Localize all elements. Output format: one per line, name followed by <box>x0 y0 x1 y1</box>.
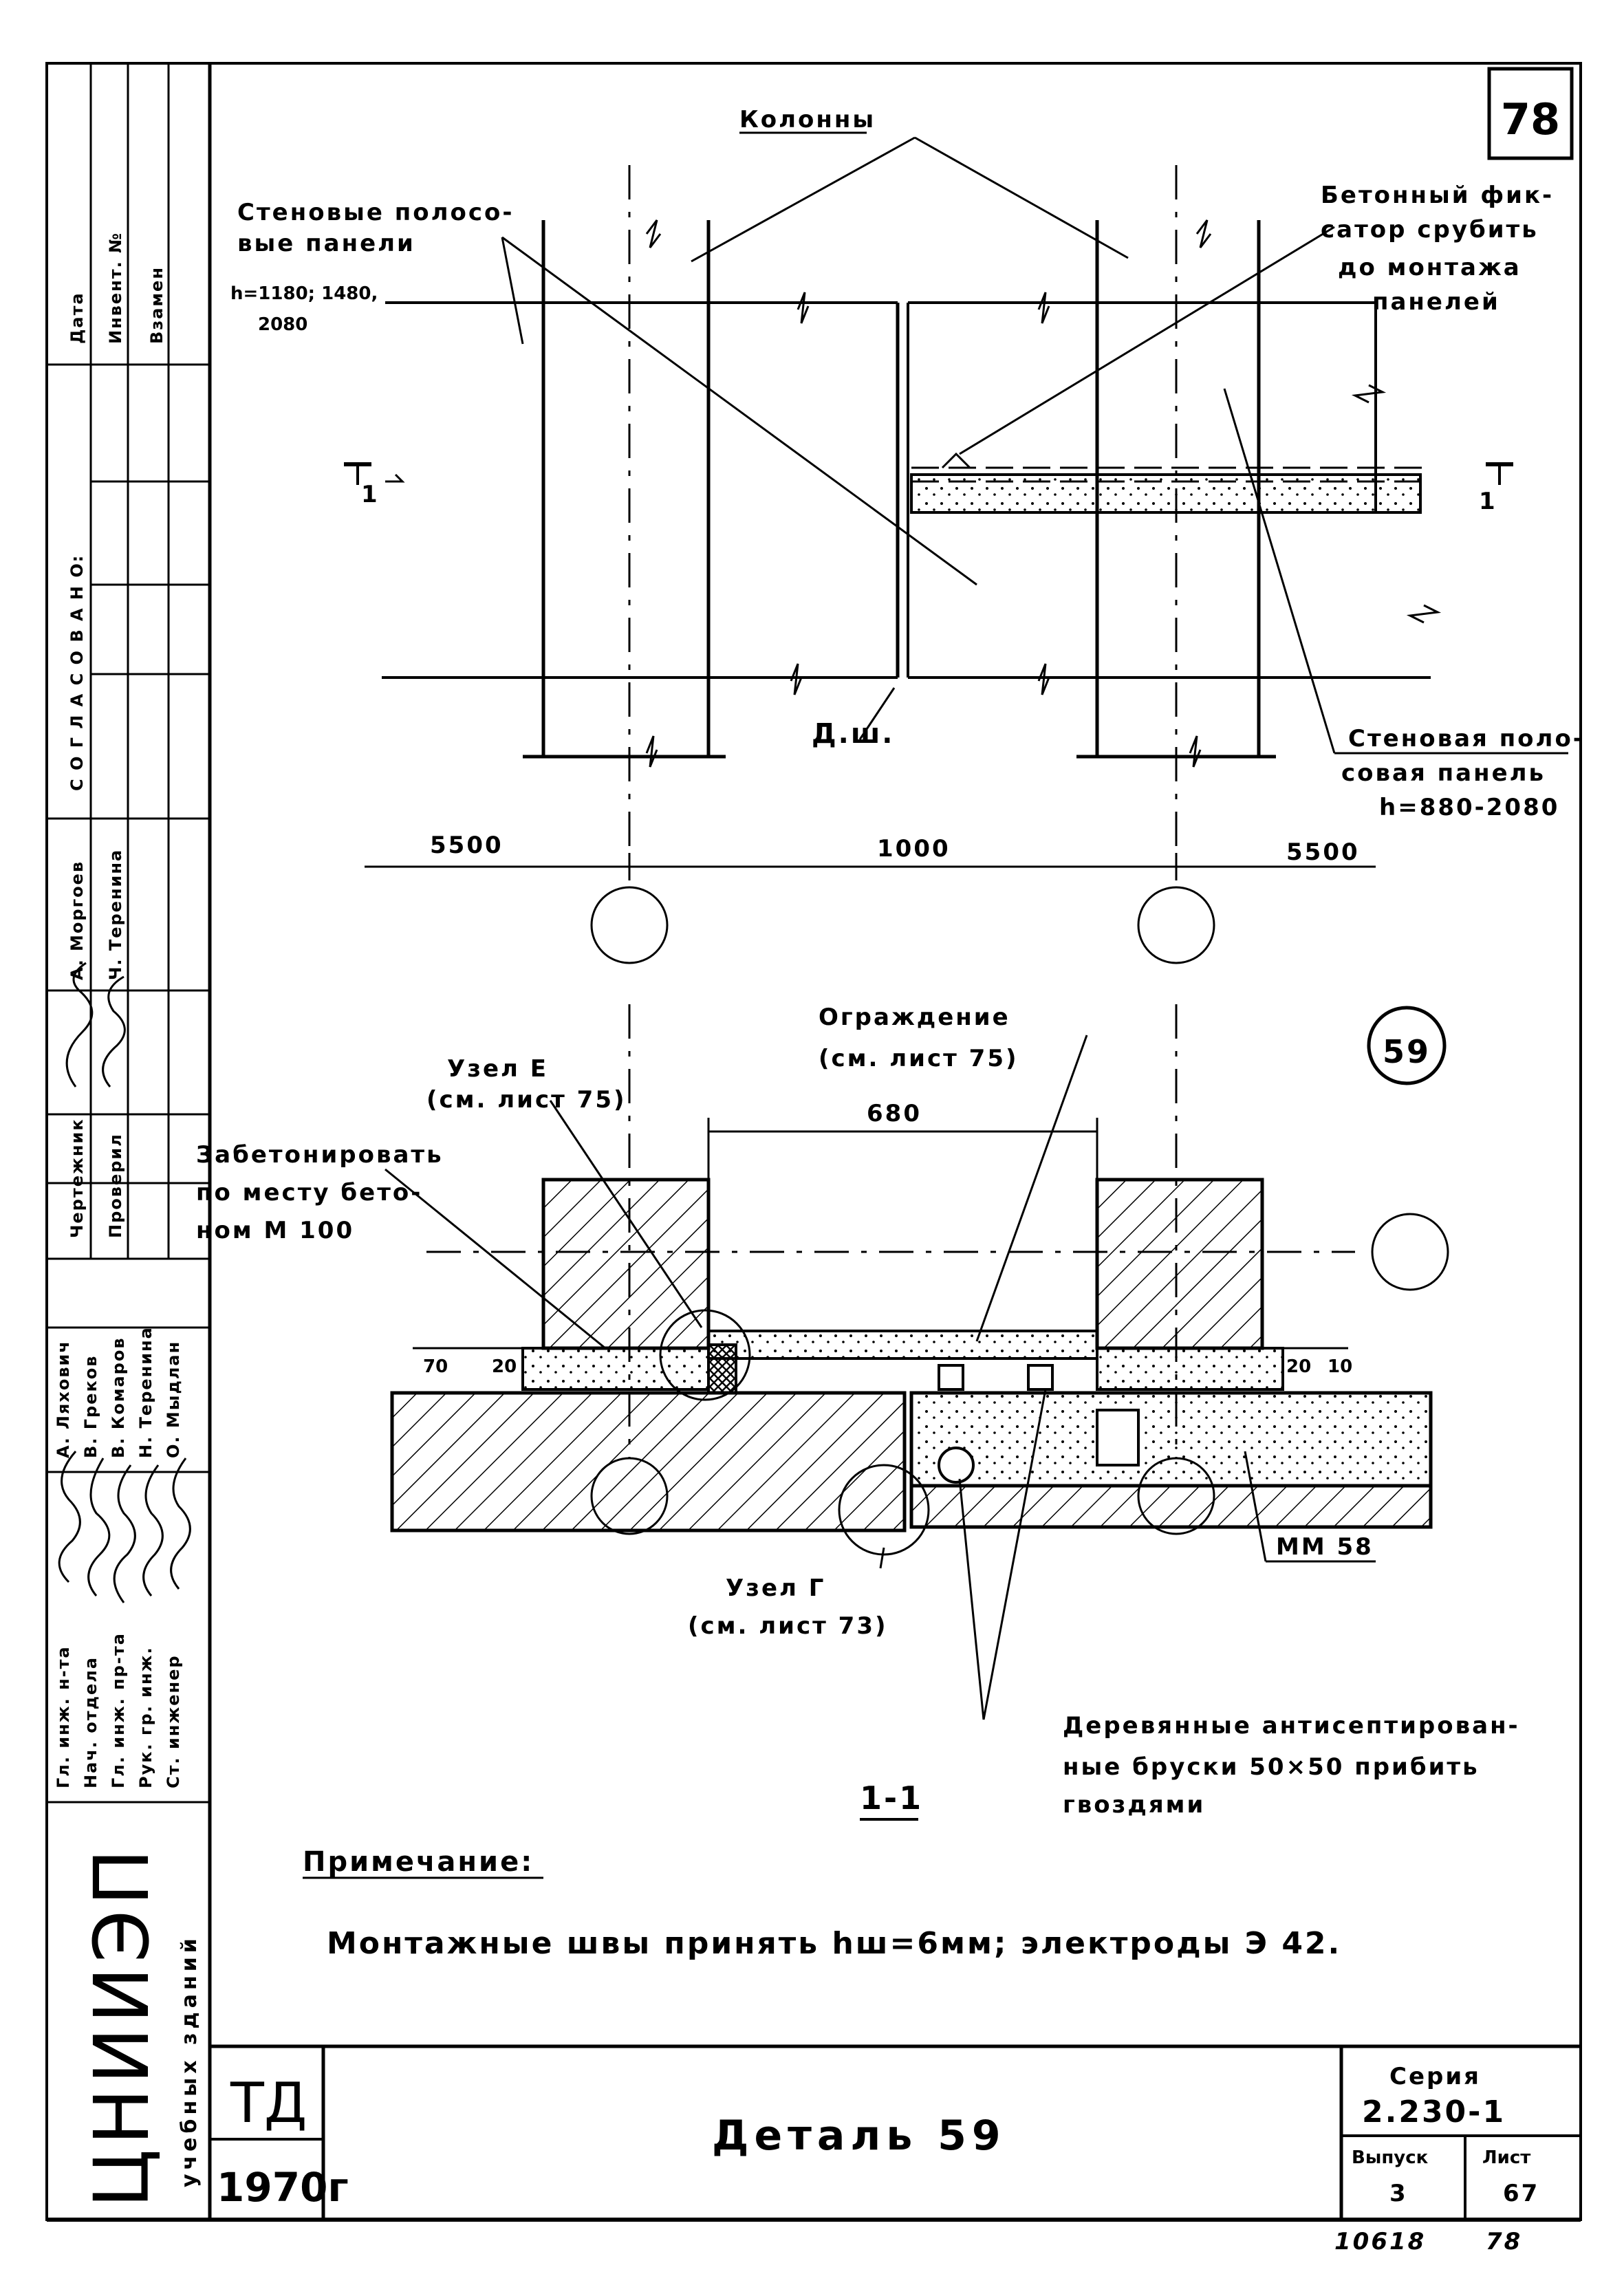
title-block-text: ТД 1970г Деталь 59 Серия 2.230-1 Выпуск … <box>217 2063 1539 2255</box>
svg-text:Забетонировать: Забетонировать <box>196 1141 444 1169</box>
svg-text:1-1: 1-1 <box>860 1779 923 1817</box>
sheet-frame <box>45 62 1582 2222</box>
title-block <box>210 2044 1581 2220</box>
svg-text:учебных зданий: учебных зданий <box>177 1934 202 2187</box>
svg-text:Стеновые полосо-: Стеновые полосо- <box>237 199 514 226</box>
svg-text:Колонны: Колонны <box>739 106 876 133</box>
svg-text:h=880-2080: h=880-2080 <box>1379 794 1559 821</box>
svg-text:В. Комаров: В. Комаров <box>109 1336 128 1458</box>
svg-text:70: 70 <box>423 1356 448 1377</box>
svg-text:панелей: панелей <box>1372 288 1500 316</box>
page-number-box: 78 <box>1487 67 1574 160</box>
side-stamp-text: Дата Инвент. № Взамен С О Г Л А С О В А … <box>54 232 202 2208</box>
svg-text:Инвент. №: Инвент. № <box>106 232 125 344</box>
svg-text:Деталь 59: Деталь 59 <box>712 2112 1006 2160</box>
svg-text:5500: 5500 <box>430 832 504 859</box>
svg-text:сатор срубить: сатор срубить <box>1321 216 1539 243</box>
svg-text:А. Ляхович: А. Ляхович <box>54 1340 73 1458</box>
svg-text:Серия: Серия <box>1389 2063 1481 2090</box>
svg-text:(см. лист 75): (см. лист 75) <box>819 1045 1019 1072</box>
svg-text:Гл. инж. пр-та: Гл. инж. пр-та <box>109 1632 128 1788</box>
svg-text:Деревянные антисептирован-: Деревянные антисептирован- <box>1063 1712 1520 1740</box>
svg-text:78: 78 <box>1501 94 1560 144</box>
svg-text:ЦНИИЭП: ЦНИИЭП <box>78 1845 166 2208</box>
plan-view <box>344 136 1568 964</box>
svg-text:Проверил: Проверил <box>106 1133 125 1238</box>
svg-text:59: 59 <box>1383 1033 1431 1070</box>
svg-text:С О Г Л А С О В А Н О:: С О Г Л А С О В А Н О: <box>67 554 87 791</box>
svg-text:ные бруски 50×50 прибить: ные бруски 50×50 прибить <box>1063 1753 1480 1781</box>
svg-text:10618: 10618 <box>1334 2228 1426 2255</box>
svg-text:В. Греков: В. Греков <box>81 1355 100 1458</box>
svg-text:совая панель: совая панель <box>1341 759 1546 787</box>
svg-text:Ст. инженер: Ст. инженер <box>164 1654 183 1788</box>
svg-text:680: 680 <box>867 1100 922 1127</box>
svg-text:1970г: 1970г <box>217 2164 349 2211</box>
svg-text:гвоздями: гвоздями <box>1063 1791 1205 1819</box>
svg-text:Взамен: Взамен <box>147 266 166 344</box>
svg-text:2080: 2080 <box>258 314 307 335</box>
svg-text:по месту бето-: по месту бето- <box>196 1179 422 1206</box>
section-view <box>385 1004 1449 1720</box>
svg-text:Нач. отдела: Нач. отдела <box>81 1656 100 1788</box>
svg-text:Бетонный фик-: Бетонный фик- <box>1321 182 1554 209</box>
svg-text:10: 10 <box>1328 1356 1352 1377</box>
svg-text:Дата: Дата <box>67 292 87 344</box>
svg-text:Ограждение: Ограждение <box>819 1004 1010 1031</box>
svg-text:Рук. гр. инж.: Рук. гр. инж. <box>136 1646 155 1788</box>
side-stamp <box>47 63 210 1804</box>
svg-text:Выпуск: Выпуск <box>1352 2147 1429 2168</box>
svg-text:Чертежник: Чертежник <box>67 1118 87 1238</box>
svg-text:А. Моргоев: А. Моргоев <box>67 860 87 980</box>
svg-text:20: 20 <box>1286 1356 1311 1377</box>
svg-text:до монтажа: до монтажа <box>1338 254 1522 281</box>
svg-text:вые панели: вые панели <box>237 230 415 257</box>
svg-text:Д.ш.: Д.ш. <box>812 718 895 750</box>
svg-text:5500: 5500 <box>1286 838 1360 866</box>
svg-text:Н. Теренина: Н. Теренина <box>136 1326 155 1458</box>
svg-text:1: 1 <box>1479 488 1497 515</box>
svg-text:h=1180; 1480,: h=1180; 1480, <box>230 283 378 304</box>
svg-text:О. Мыдлан: О. Мыдлан <box>164 1341 183 1458</box>
svg-text:(см. лист 75): (см. лист 75) <box>426 1086 627 1114</box>
section-labels: 59 Ограждение (см. лист 75) Узел Е (см. … <box>196 1004 1520 1821</box>
svg-text:20: 20 <box>492 1356 517 1377</box>
svg-text:2.230-1: 2.230-1 <box>1362 2094 1506 2130</box>
svg-text:ММ 58: ММ 58 <box>1276 1533 1374 1561</box>
plan-labels: Колонны Стеновые полосо- вые панели h=11… <box>230 106 1585 866</box>
svg-text:1: 1 <box>361 481 380 508</box>
svg-text:67: 67 <box>1503 2180 1539 2207</box>
svg-text:Ч. Теренина: Ч. Теренина <box>106 849 125 980</box>
svg-text:Лист: Лист <box>1482 2147 1530 2168</box>
svg-text:Стеновая поло-: Стеновая поло- <box>1348 725 1585 752</box>
signatures <box>58 962 191 1603</box>
svg-text:Узел Г: Узел Г <box>726 1574 825 1602</box>
svg-text:Узел Е: Узел Е <box>447 1055 548 1083</box>
svg-text:78: 78 <box>1486 2228 1522 2255</box>
svg-text:(см. лист 73): (см. лист 73) <box>688 1612 888 1640</box>
note: Примечание: Монтажные швы принять hш=6мм… <box>303 1846 1341 1961</box>
svg-text:ном М 100: ном М 100 <box>196 1217 354 1244</box>
svg-text:Монтажные швы принять hш=6мм: Монтажные швы принять hш=6мм; электроды … <box>327 1926 1341 1961</box>
svg-text:Примечание:: Примечание: <box>303 1846 534 1878</box>
svg-text:Гл. инж. н-та: Гл. инж. н-та <box>54 1645 73 1788</box>
svg-text:1000: 1000 <box>877 835 951 863</box>
svg-text:3: 3 <box>1389 2180 1408 2207</box>
svg-text:ТД: ТД <box>230 2071 307 2135</box>
